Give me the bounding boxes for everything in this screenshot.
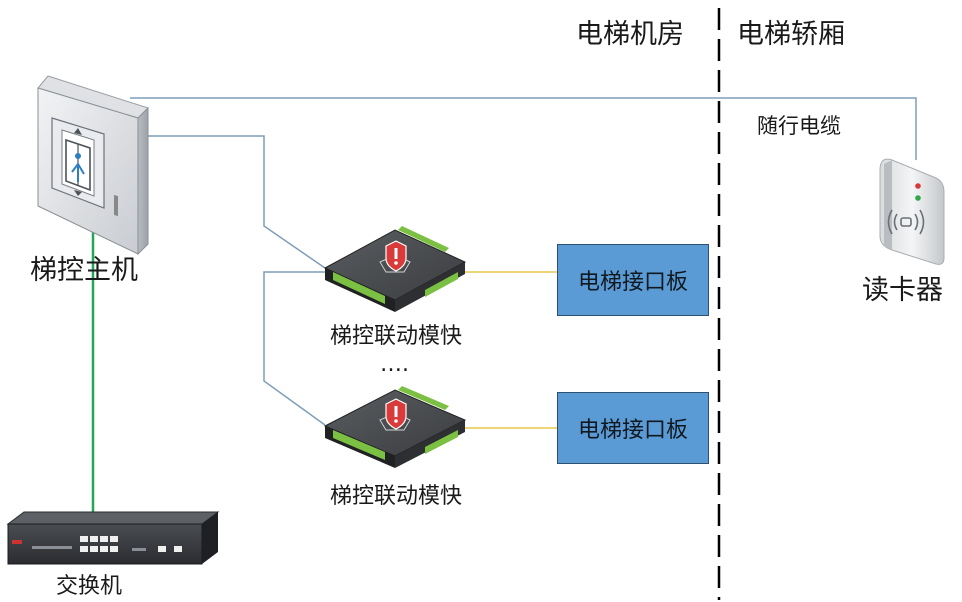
- controller-to-module-1-line: [146, 135, 326, 269]
- card-reader-icon: [879, 158, 945, 265]
- zone-label-machine-room: 电梯机房: [576, 19, 684, 50]
- controller-cabinet-icon: [37, 75, 149, 256]
- module-ellipsis: ….: [380, 352, 409, 377]
- linkage-module-2-label: 梯控联动模快: [330, 484, 463, 509]
- interface-panel-2: 电梯接口板: [557, 392, 709, 464]
- traveling-cable-line: [130, 97, 917, 160]
- controller-label: 梯控主机: [30, 255, 138, 286]
- zone-label-car: 电梯轿厢: [737, 19, 845, 50]
- linkage-module-1-label: 梯控联动模快: [330, 324, 463, 349]
- network-switch-icon: [6, 511, 220, 565]
- linkage-module-2-icon: [323, 386, 467, 468]
- reader-label: 读卡器: [862, 275, 943, 306]
- interface-panel-1: 电梯接口板: [557, 244, 709, 316]
- switch-label: 交换机: [56, 574, 123, 599]
- traveling-cable-label: 随行电缆: [757, 114, 841, 138]
- linkage-module-1-icon: [323, 226, 467, 312]
- module-1-to-module-2-line: [263, 271, 326, 426]
